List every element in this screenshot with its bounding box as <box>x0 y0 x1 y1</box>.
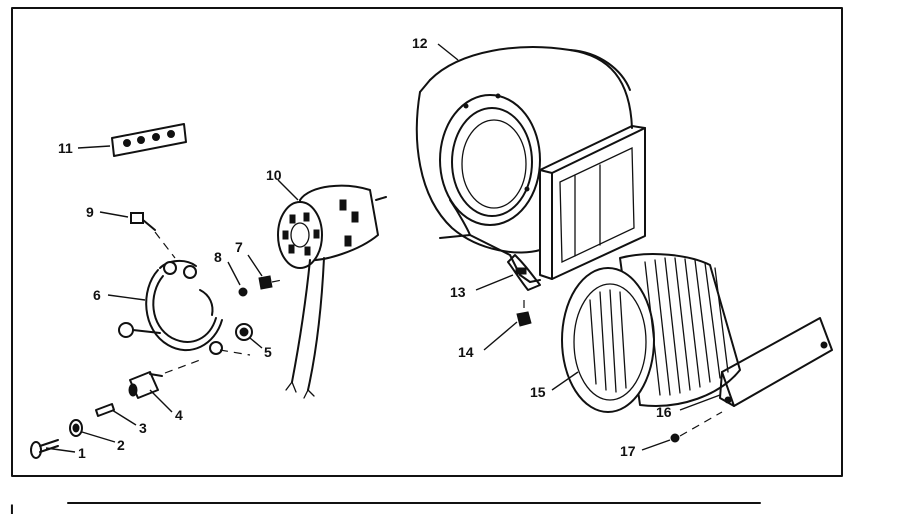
label-11: 11 <box>58 140 73 156</box>
part-11-terminal-strip <box>111 123 187 157</box>
part-14-nut <box>516 300 532 327</box>
label-5: 5 <box>264 344 272 360</box>
part-9-bolt <box>130 212 176 259</box>
part-13-mounting-bracket <box>507 254 541 291</box>
label-17: 17 <box>620 443 636 459</box>
label-3: 3 <box>139 420 147 436</box>
footer-tick-mark: I <box>10 501 14 516</box>
label-2: 2 <box>117 437 125 453</box>
label-1: 1 <box>78 445 86 461</box>
part-8-washer <box>238 287 248 297</box>
label-6: 6 <box>93 287 101 303</box>
label-4: 4 <box>175 407 183 423</box>
label-10: 10 <box>266 167 282 183</box>
label-12: 12 <box>412 35 428 51</box>
label-16: 16 <box>656 404 672 420</box>
leader-lines <box>45 43 721 453</box>
part-5-grommet <box>235 323 253 341</box>
part-4-bushing <box>128 359 201 399</box>
wheel-blades <box>644 257 729 396</box>
label-7: 7 <box>235 239 243 255</box>
label-13: 13 <box>450 284 466 300</box>
label-9: 9 <box>86 204 94 220</box>
label-8: 8 <box>214 249 222 265</box>
part-10-motor <box>277 184 387 399</box>
part-7-nut <box>258 275 283 290</box>
part-12-blower-housing <box>415 46 646 283</box>
part-16-cutoff-plate <box>719 317 833 407</box>
diagram-frame <box>11 7 843 477</box>
label-14: 14 <box>458 344 474 360</box>
part-1-screw <box>30 439 59 459</box>
part-6-mount-band <box>118 260 251 356</box>
wheel-inner-blades <box>589 289 627 393</box>
label-15: 15 <box>530 384 546 400</box>
part-15-blower-wheel <box>561 253 741 413</box>
part-number-labels: 11 9 6 8 7 10 5 4 3 2 1 12 13 14 15 16 1… <box>58 35 672 461</box>
part-2-washer <box>69 419 83 437</box>
part-3-pin <box>95 403 115 417</box>
part-17-screw <box>670 411 723 443</box>
